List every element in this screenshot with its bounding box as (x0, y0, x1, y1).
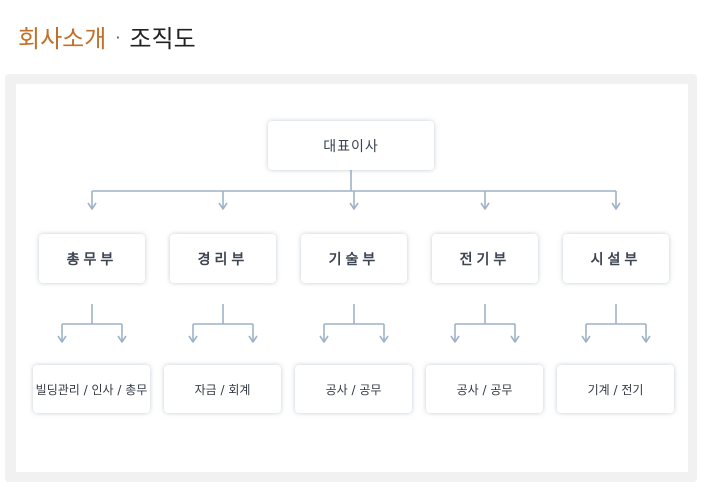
unit-box-accounting: 자금 / 회계 (164, 365, 281, 413)
connector-unit-arrow-left (450, 335, 460, 343)
dept-box-accounting: 경리부 (170, 234, 276, 283)
connector-unit-arrow-right (379, 335, 389, 343)
org-chart-frame: 대표이사 총무부 경리부 기술부 전기부 시설부 빌딩관리 / 인사 / 총무 … (5, 74, 697, 482)
ceo-box: 대표이사 (268, 121, 434, 170)
title-separator: · (115, 28, 121, 47)
connector-unit-arrow-right (510, 335, 520, 343)
connector-unit-arrow-right (248, 335, 258, 343)
dept-box-facilities: 시설부 (563, 234, 669, 283)
unit-box-engineering: 공사 / 공무 (295, 365, 412, 413)
connector-unit-arrow-left (581, 335, 591, 343)
unit-box-electrical: 공사 / 공무 (426, 365, 543, 413)
connector-dept-arrow (611, 202, 621, 210)
unit-box-general-affairs: 빌딩관리 / 인사 / 총무 (33, 365, 150, 413)
connector-dept-arrow (87, 202, 97, 210)
dept-box-electrical: 전기부 (432, 234, 538, 283)
connector-dept-arrow (349, 202, 359, 210)
title-sub: 조직도 (129, 25, 196, 53)
connector-dept-arrow (218, 202, 228, 210)
dept-box-engineering: 기술부 (301, 234, 407, 283)
unit-box-facilities: 기계 / 전기 (557, 365, 674, 413)
connector-unit-arrow-left (319, 335, 329, 343)
connector-unit-arrow-right (117, 335, 127, 343)
connector-unit-arrow-right (641, 335, 651, 343)
connector-lines (57, 170, 651, 343)
org-chart-panel: 대표이사 총무부 경리부 기술부 전기부 시설부 빌딩관리 / 인사 / 총무 … (16, 84, 688, 472)
connector-unit-arrow-left (188, 335, 198, 343)
connector-unit-arrow-left (57, 335, 67, 343)
page-title: 회사소개 · 조직도 (18, 22, 196, 55)
connector-dept-arrow (480, 202, 490, 210)
title-accent: 회사소개 (18, 25, 107, 53)
dept-box-general-affairs: 총무부 (39, 234, 145, 283)
